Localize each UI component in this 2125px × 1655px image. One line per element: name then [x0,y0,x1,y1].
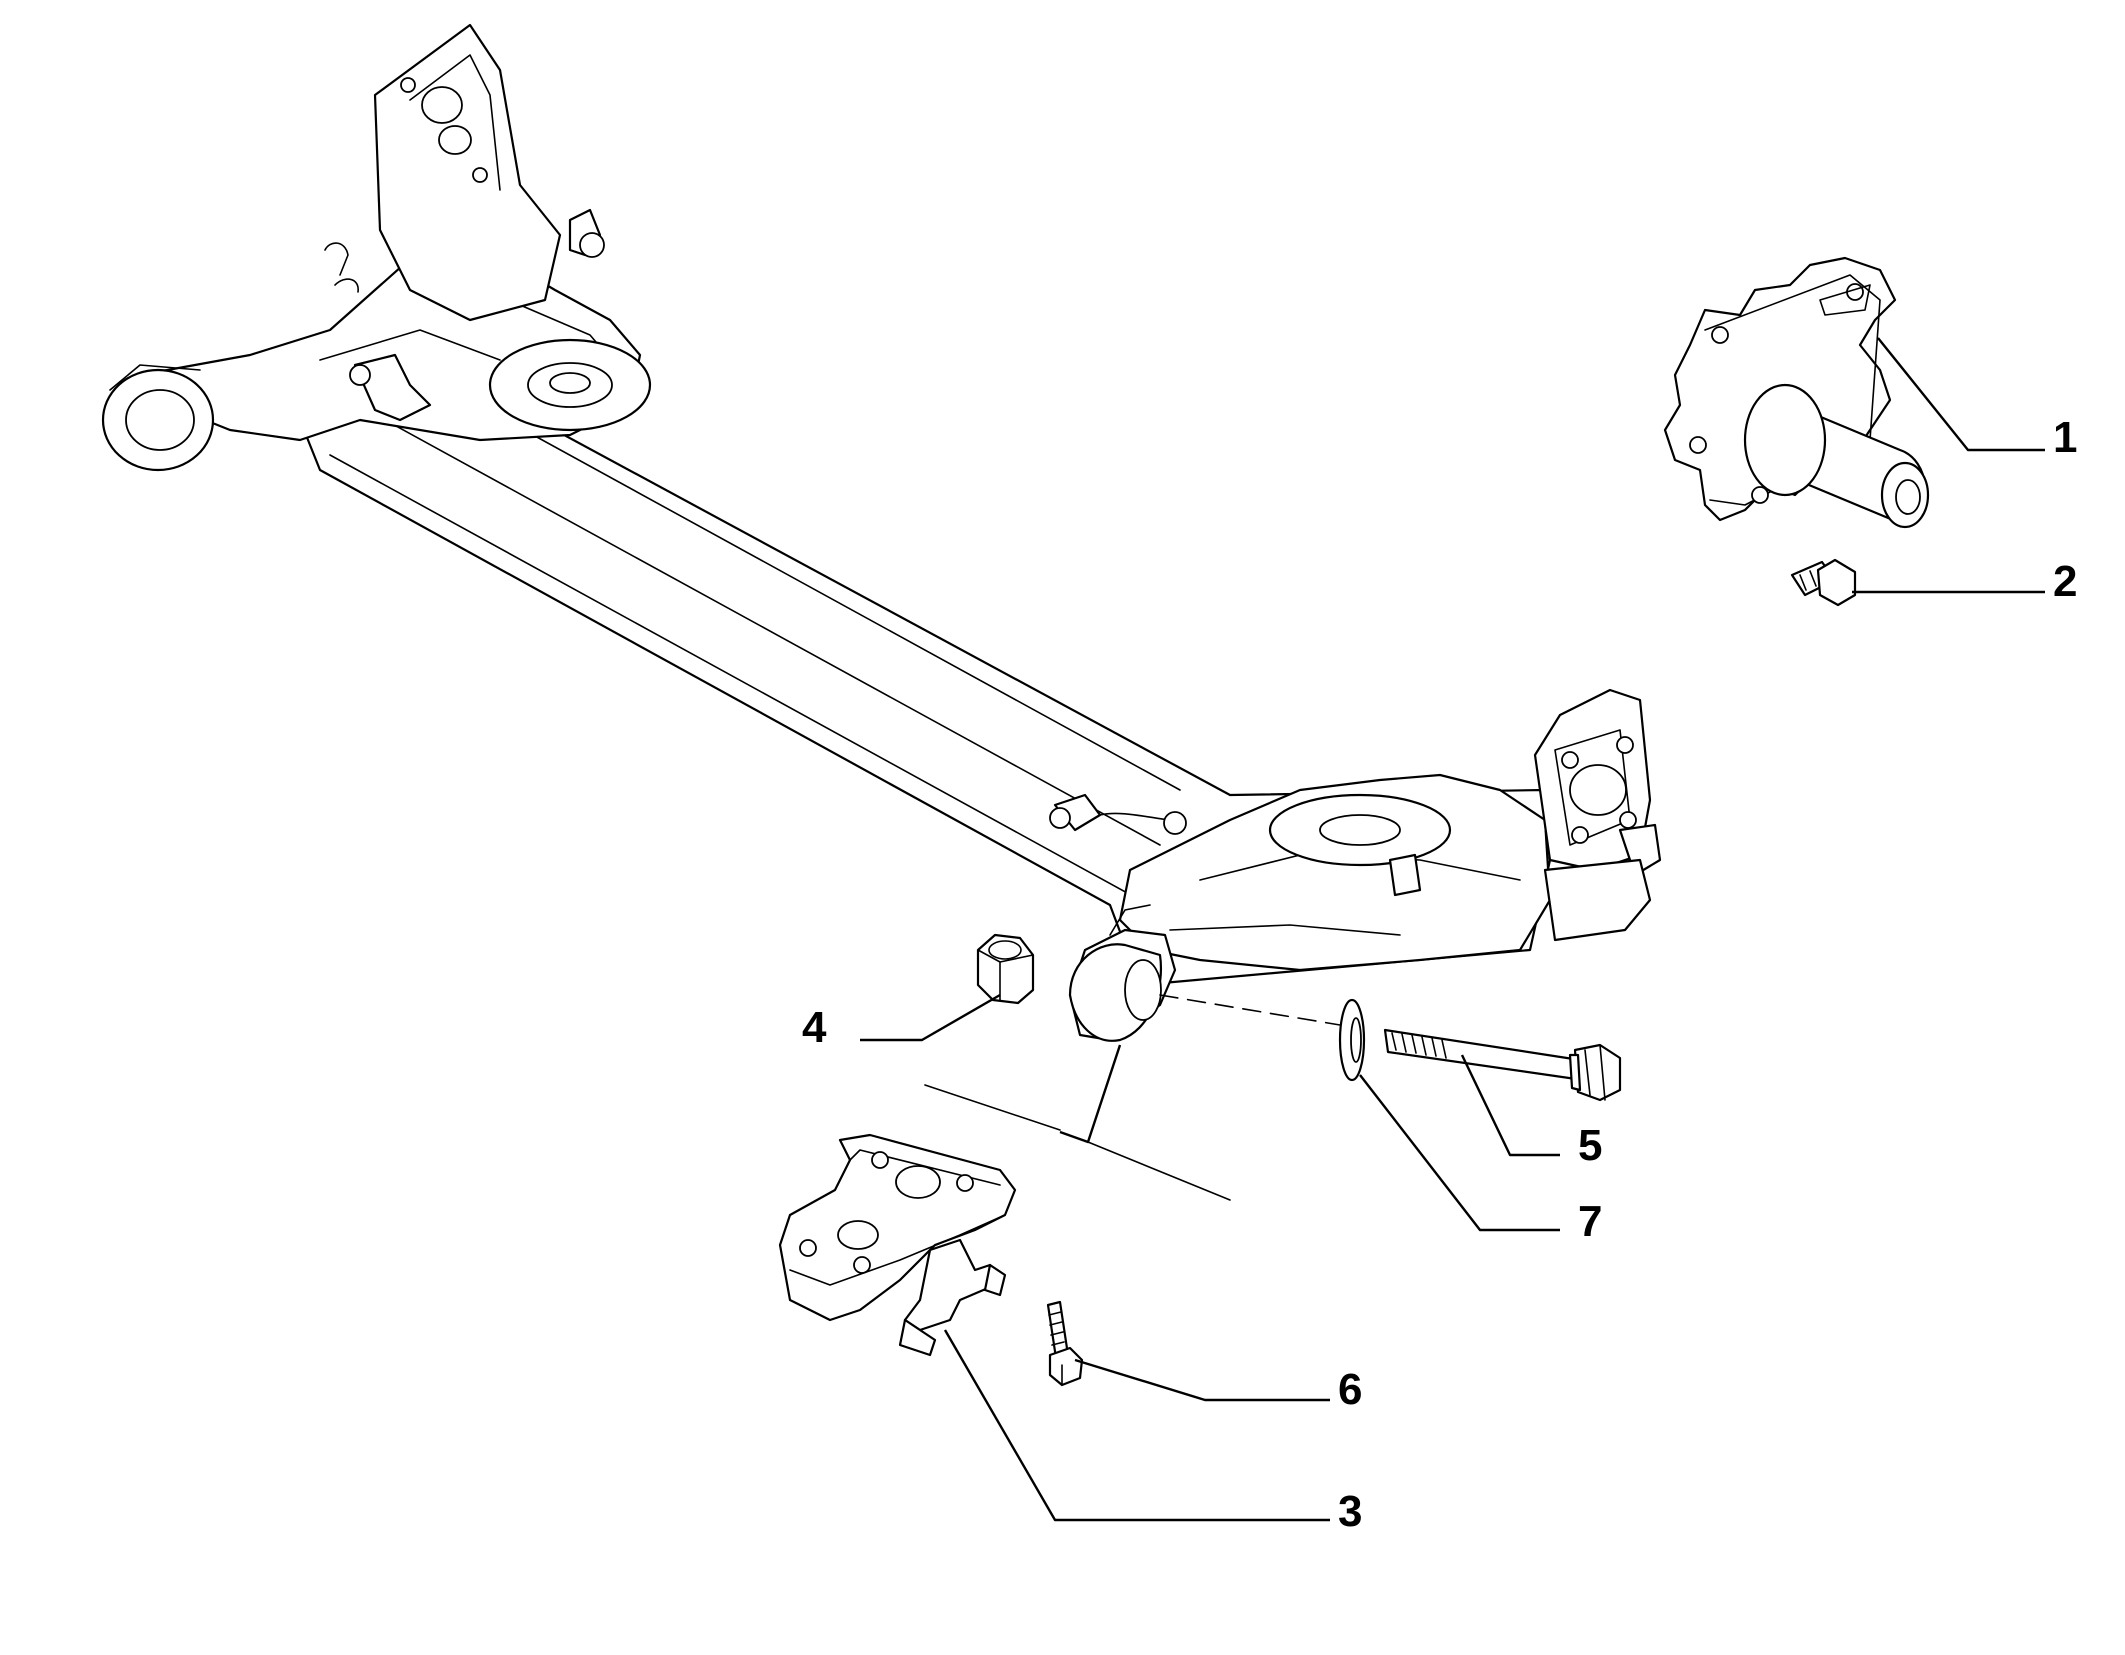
leader-4 [860,993,1001,1042]
callout-5: 5 [1578,1121,1602,1170]
bracket-screw [1046,1300,1084,1387]
pivot-axis-line [1159,994,1341,1026]
leader-1 [1877,337,2045,452]
callout-2: 2 [2053,557,2077,606]
wheel-hub-spindle [1663,256,1930,529]
washer [1338,998,1366,1082]
callout-3: 3 [1338,1487,1362,1536]
callout-6: 6 [1338,1365,1362,1414]
callout-4: 4 [802,1003,827,1052]
callout-labels: 1 2 3 4 5 6 7 [802,413,2077,1536]
callout-7: 7 [1578,1197,1602,1246]
hub-screw [1790,558,1857,607]
leader-bracket-to-bushing [1059,1044,1122,1144]
pivot-bolt [1383,1028,1622,1102]
leader-6 [1074,1358,1330,1402]
leader-5 [1460,1054,1560,1157]
assembly-guide-line-left [924,1084,1061,1131]
leader-7 [1359,1074,1560,1232]
callout-1: 1 [2053,413,2077,462]
mounting-bracket [778,1133,1017,1357]
leader-lines [860,337,2045,1522]
rear-axle-beam [101,23,1662,1042]
nut [976,933,1035,1005]
assembly-guide-line-right [1087,1141,1231,1201]
leader-3 [943,1329,1330,1522]
